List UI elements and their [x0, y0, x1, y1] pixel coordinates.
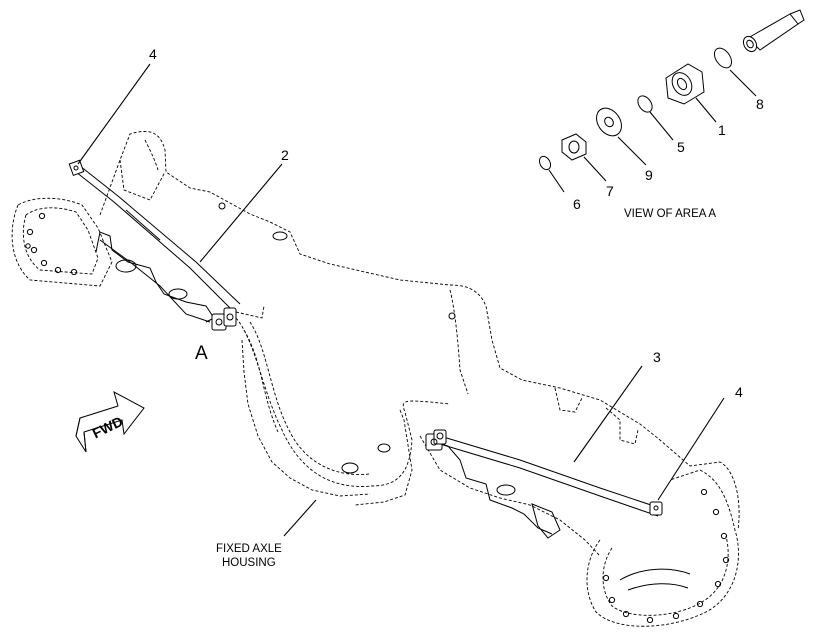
callout-3: 3	[653, 349, 661, 365]
callout-8: 8	[756, 96, 764, 112]
leader-lines	[77, 63, 757, 537]
fwd-arrow: FWD	[75, 391, 145, 453]
callout-5: 5	[677, 139, 685, 155]
fitting-4-top	[68, 159, 85, 176]
callout-4-right: 4	[735, 384, 743, 400]
callout-6: 6	[573, 196, 581, 212]
part-9	[596, 107, 622, 137]
part-8	[713, 47, 733, 69]
part-5	[637, 95, 653, 113]
housing-label-line1: FIXED AXLE	[216, 543, 282, 555]
right-flange-bolt-holes	[602, 488, 730, 624]
part-6	[538, 155, 552, 171]
callout-7: 7	[606, 183, 614, 199]
housing-label-line2: HOUSING	[222, 557, 276, 569]
tube-2	[75, 165, 241, 311]
bowl-studs	[241, 339, 371, 497]
flange-bolt-holes	[25, 212, 78, 276]
view-of-area-caption: VIEW OF AREA A	[624, 208, 716, 220]
exploded-view	[538, 9, 805, 171]
part-7	[561, 133, 587, 161]
tube-end	[742, 9, 805, 53]
fitting-4-right	[649, 501, 663, 516]
callout-1: 1	[718, 122, 726, 138]
callout-2: 2	[281, 147, 289, 163]
left-flange	[11, 197, 113, 287]
tube-3	[439, 435, 661, 517]
axle-housing-body	[95, 130, 740, 627]
callout-4-top: 4	[149, 46, 157, 62]
part-1	[665, 63, 705, 105]
area-a-marker: A	[195, 343, 208, 364]
elbow-fitting-a	[211, 307, 237, 331]
elbow-fitting-right	[425, 429, 447, 451]
callout-9: 9	[645, 167, 653, 183]
